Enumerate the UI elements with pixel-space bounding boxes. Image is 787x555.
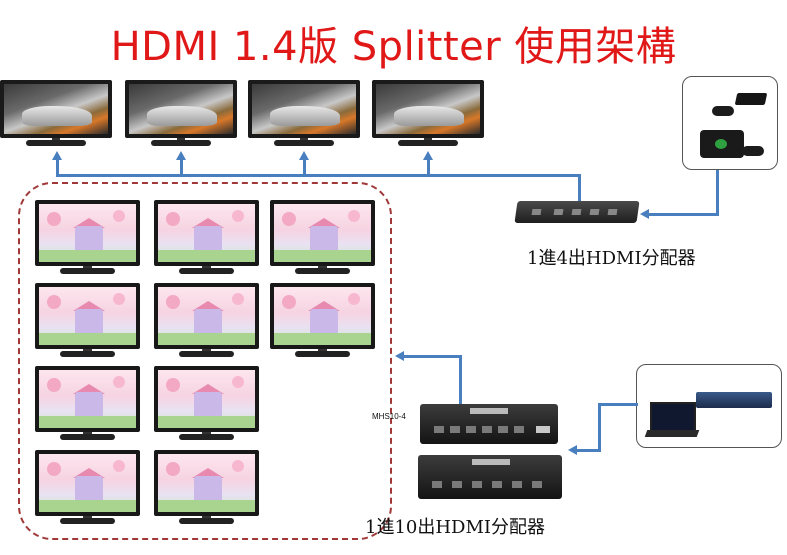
monitor	[372, 80, 484, 150]
arrow-up-icon	[423, 151, 433, 160]
monitor	[270, 200, 375, 278]
monitor	[0, 80, 112, 150]
connector-line	[459, 356, 462, 408]
connector-line	[56, 174, 581, 177]
monitor	[35, 200, 140, 278]
arrow-left-icon	[395, 351, 404, 361]
controller-icon	[712, 106, 734, 116]
connector-line	[598, 403, 638, 406]
hdmi-splitter-1x4	[514, 201, 640, 223]
monitor	[154, 450, 259, 528]
connector-line	[576, 449, 601, 452]
laptop-icon	[650, 402, 696, 432]
monitor	[270, 283, 375, 361]
splitter-1x4-caption: 1進4出HDMI分配器	[527, 248, 696, 269]
monitor	[125, 80, 237, 150]
monitor-group-10	[18, 182, 392, 540]
splitter-1x10-caption: 1進10出HDMI分配器	[365, 517, 546, 538]
monitor	[154, 283, 259, 361]
ps3-console-icon	[734, 93, 768, 105]
hdmi-splitter-1x10-back	[418, 455, 562, 499]
monitor	[248, 80, 360, 150]
connector-line	[427, 160, 430, 176]
connector-line	[180, 160, 183, 176]
arrow-up-icon	[52, 151, 62, 160]
arrow-left-icon	[640, 209, 649, 219]
connector-line	[303, 160, 306, 176]
diagram-title: HDMI 1.4版 Splitter 使用架構	[110, 24, 677, 70]
xbox-console-icon	[700, 130, 744, 158]
connector-line	[404, 355, 462, 358]
monitor	[35, 366, 140, 444]
laptop-base	[644, 430, 700, 437]
dvd-player-icon	[696, 392, 772, 408]
arrow-up-icon	[299, 151, 309, 160]
splitter-model-label: MHS10-4	[372, 412, 406, 421]
connector-line	[56, 160, 59, 176]
monitor	[35, 450, 140, 528]
connector-line	[716, 170, 719, 216]
hdmi-splitter-1x10-front	[420, 404, 558, 444]
controller-icon	[742, 146, 764, 156]
monitor	[35, 283, 140, 361]
arrow-up-icon	[176, 151, 186, 160]
monitor	[154, 200, 259, 278]
monitor	[154, 366, 259, 444]
arrow-left-icon	[568, 445, 577, 455]
connector-line	[598, 403, 601, 452]
connector-line	[648, 213, 719, 216]
connector-line	[578, 174, 581, 202]
